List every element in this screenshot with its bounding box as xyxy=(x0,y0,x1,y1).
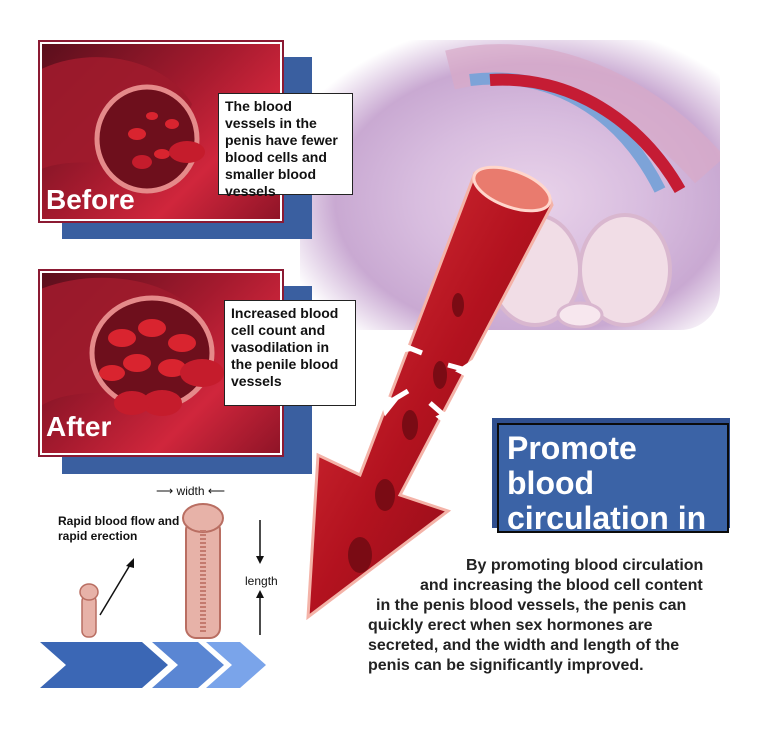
after-caption: Increased blood cell count and vasodilat… xyxy=(224,300,356,406)
description-line-6: penis can be significantly improved. xyxy=(368,657,644,674)
width-label-text: width xyxy=(176,484,205,498)
flow-label: Rapid blood flow and rapid erection xyxy=(58,514,180,543)
before-caption: The blood vessels in the penis have fewe… xyxy=(218,93,353,199)
before-label: Before xyxy=(46,184,135,215)
arrow-left-icon: ⟵ xyxy=(207,484,226,498)
growth-diagram-icon xyxy=(40,503,266,688)
dilated-vessel-icon xyxy=(42,277,224,416)
headline: Promote blood circulation in penis cells xyxy=(497,423,729,571)
description-line-2: and increasing the blood cell content xyxy=(420,577,703,594)
blood-flow-arrow-icon xyxy=(306,165,554,620)
description-line-3: in the penis blood vessels, the penis ca… xyxy=(376,597,687,614)
arrow-right-icon: ⟶ xyxy=(156,484,174,498)
width-label: ⟶ width ⟵ xyxy=(156,484,225,498)
before-image: Before xyxy=(38,40,284,223)
description-line-5: secreted, and the width and length of th… xyxy=(368,637,680,654)
description-line-1: By promoting blood circulation xyxy=(466,557,704,574)
narrow-vessel-icon xyxy=(42,57,205,194)
description-line-4: quickly erect when sex hormones are xyxy=(368,617,653,634)
length-label: length xyxy=(245,574,278,588)
after-label: After xyxy=(46,411,112,442)
description-text: By promoting blood circulation and incre… xyxy=(368,556,746,676)
